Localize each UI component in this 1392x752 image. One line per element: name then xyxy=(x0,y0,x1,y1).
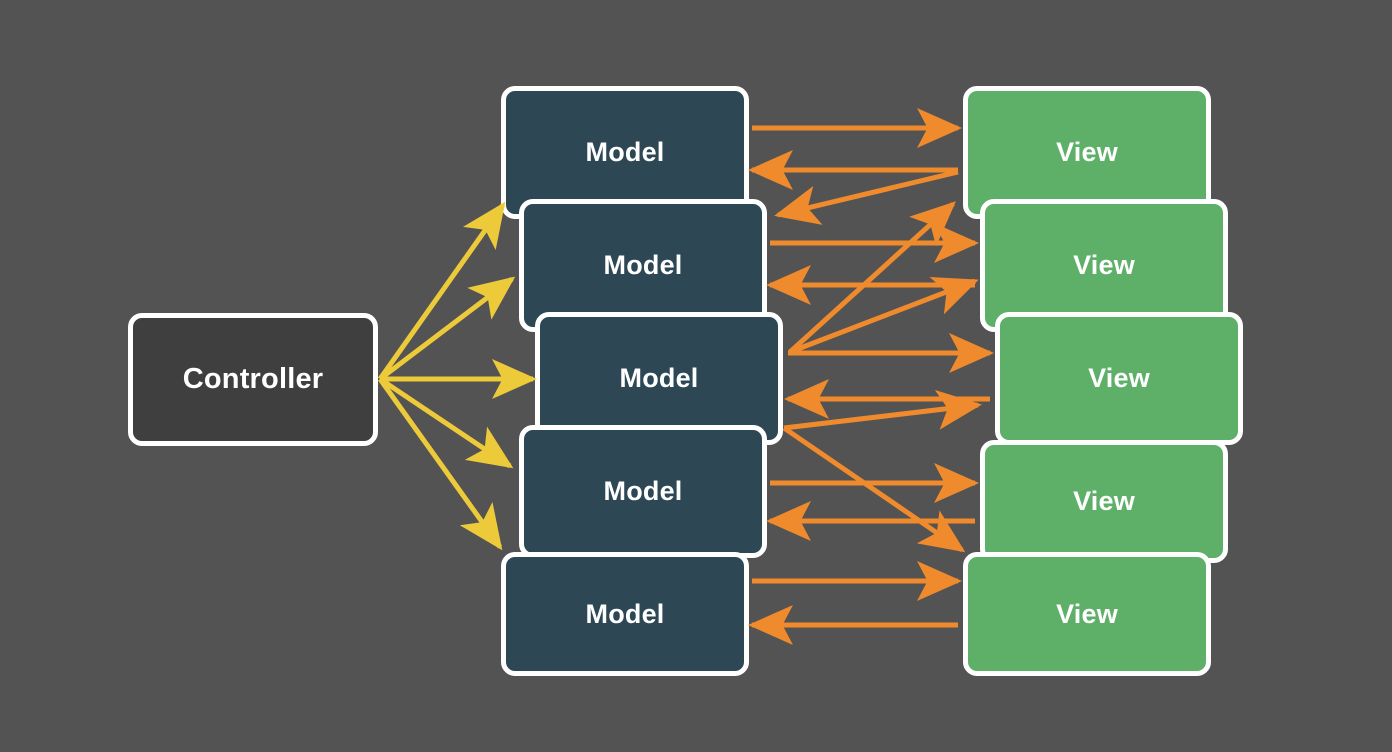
controller-edge-group xyxy=(377,201,538,551)
view-node-4-label: View xyxy=(1073,486,1135,516)
view-node-2-label: View xyxy=(1073,250,1135,280)
controller-to-model-2 xyxy=(378,276,516,381)
model-node-3-label: Model xyxy=(619,363,699,393)
view-node-5-label: View xyxy=(1056,598,1118,629)
model-node-1-label: Model xyxy=(585,137,665,167)
model-3-to-view-2-cross xyxy=(789,277,979,355)
model-node-4[interactable]: Model xyxy=(519,425,767,558)
controller-node-1-label: Controller xyxy=(182,363,324,395)
model-node-4-label: Model xyxy=(603,476,683,506)
model-3-to-view-1-cross xyxy=(788,201,956,354)
model-node-5[interactable]: Model xyxy=(501,552,749,676)
model-node-2-label: Model xyxy=(603,250,683,280)
model-3-to-view-5-cross xyxy=(782,425,966,553)
view-node-1-label: View xyxy=(1056,137,1118,167)
view-node-5[interactable]: View xyxy=(963,552,1211,676)
controller-to-model-1 xyxy=(377,201,506,381)
view-node-3-label: View xyxy=(1088,363,1150,393)
view-node-2[interactable]: View xyxy=(980,199,1228,332)
view-node-3[interactable]: View xyxy=(995,312,1243,445)
controller-node-1[interactable]: Controller xyxy=(128,313,378,446)
cross-link-edge-group xyxy=(774,169,982,553)
view-node-4[interactable]: View xyxy=(980,440,1228,563)
controller-to-model-5 xyxy=(377,377,503,551)
model-3-to-view-4-cross xyxy=(783,389,982,431)
view-1-to-model-2-cross xyxy=(774,169,959,225)
controller-to-model-4 xyxy=(378,376,514,469)
model-node-5-label: Model xyxy=(585,598,665,629)
model-view-edge-group xyxy=(747,108,995,645)
